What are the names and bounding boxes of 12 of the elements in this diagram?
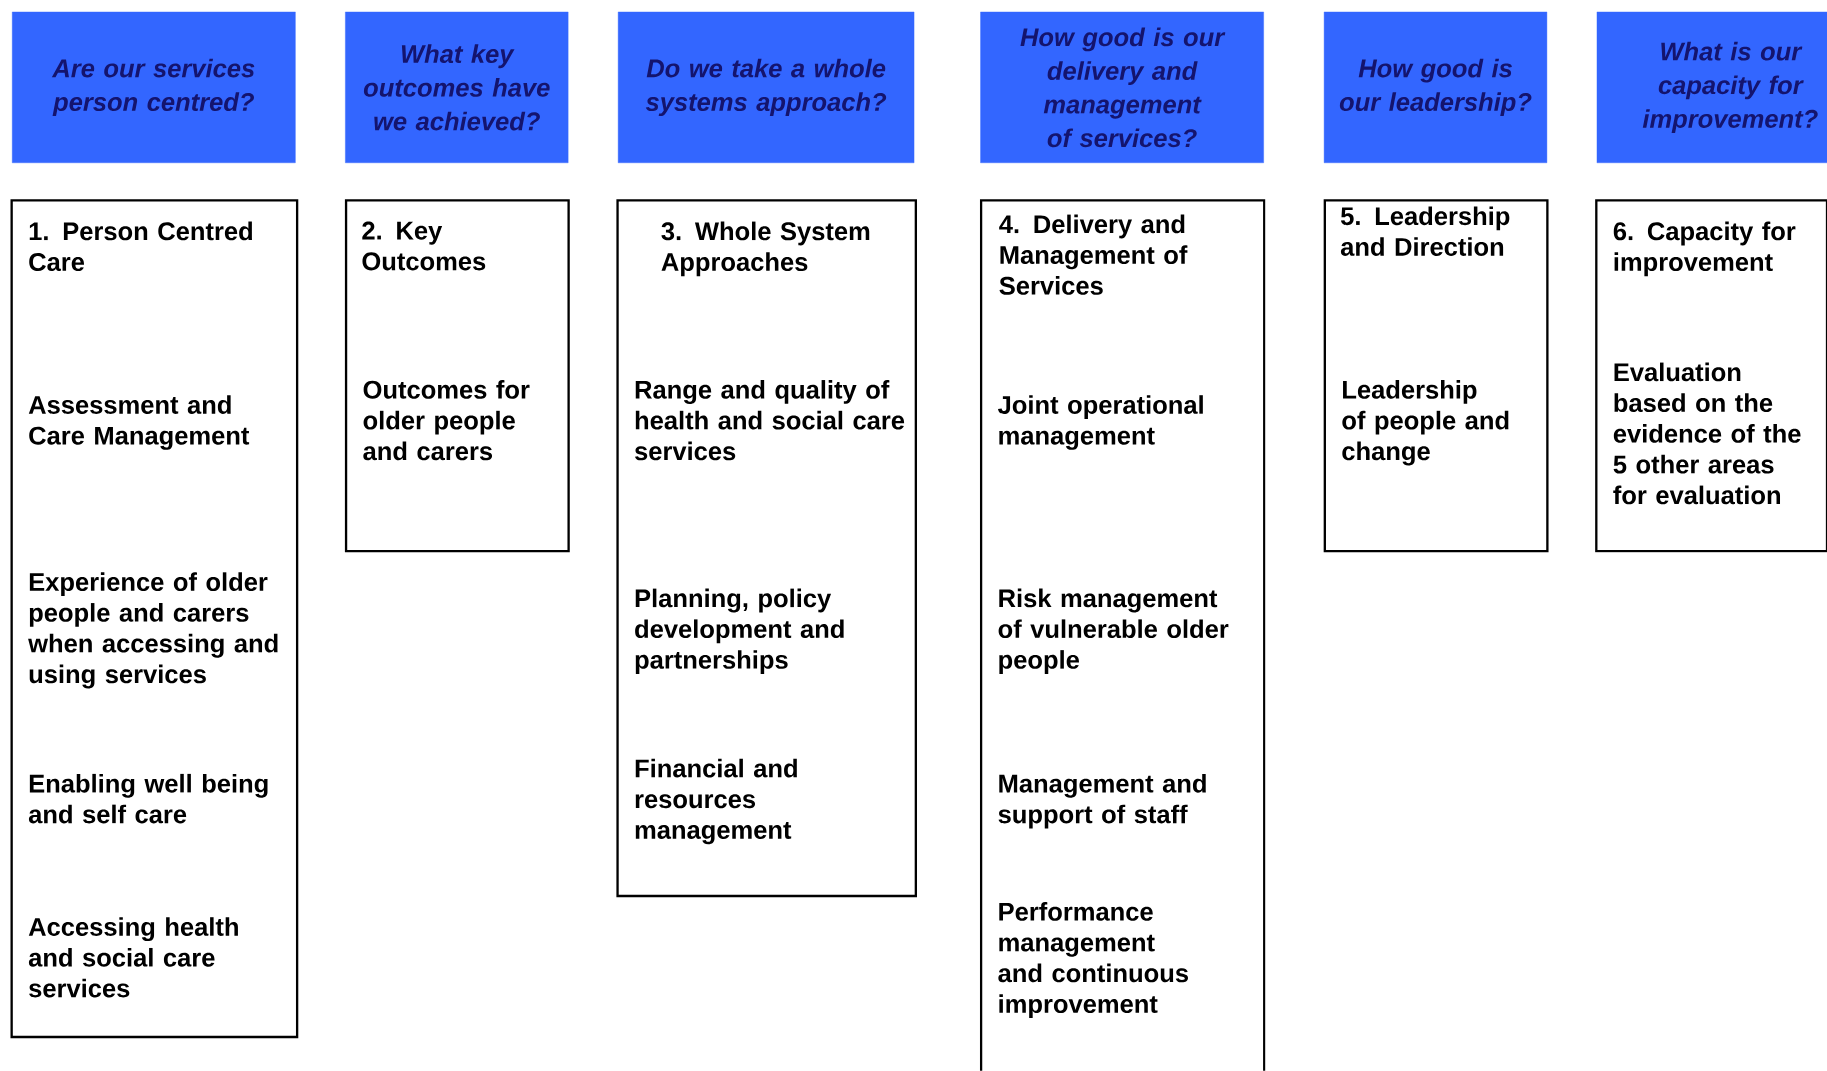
criteria-box: 3. Whole System Approaches Range and quality of health and social care services Planning, policy development and partnerships Financial and resources management [616,199,917,898]
question-header: Do we take a whole systems approach? [617,11,915,164]
criteria-box: 2. Key Outcomes Outcomes for older people and carers [344,199,570,553]
question-header: What is our capacity for improvement? [1596,11,1827,164]
criteria-box: 6. Capacity for improvement Evaluation based on the evidence of the 5 other areas for evaluation [1595,199,1827,553]
criteria-box: 1. Person Centred Care Assessment and Care Management Experience of older people and carers when accessing and using services Enabling well being and self care Accessing health and social care services [10,199,299,1039]
criteria-box: 4. Delivery and Management of Services Joint operational management Risk management of vulnerable older people Management and support of staff Performance management and continuous improvement [979,199,1266,1071]
question-header: Are our services person centred? [12,11,296,164]
question-header: How good is our delivery and management of services? [980,11,1264,164]
question-header: What key outcomes have we achieved? [345,11,569,164]
criteria-box: 5. Leadership and Direction Leadership of people and change [1323,199,1549,553]
question-header: How good is our leadership? [1323,11,1548,164]
